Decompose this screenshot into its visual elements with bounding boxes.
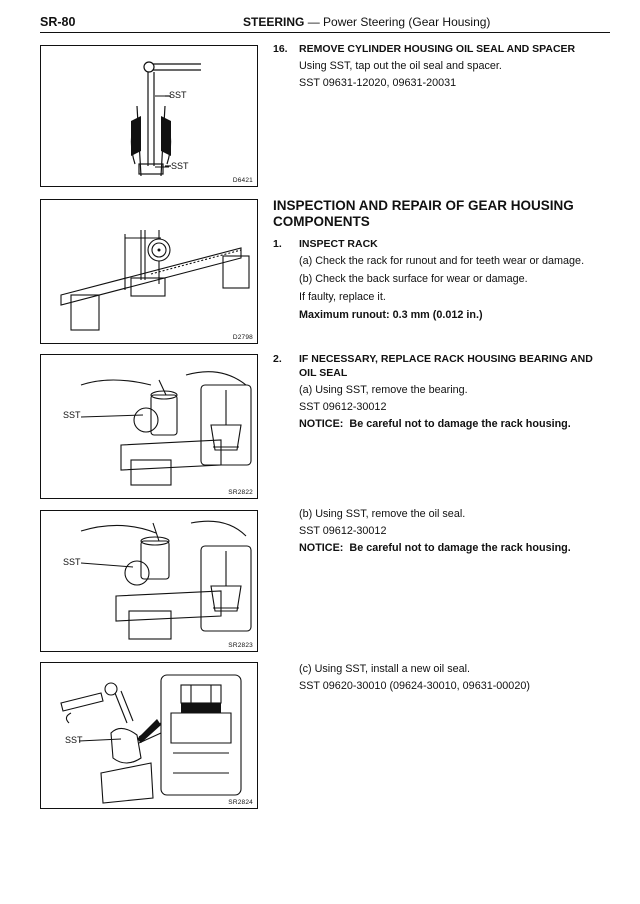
step-2-c-block: (c) Using SST, install a new oil seal. S… [273,662,608,693]
step-16-heading: 16. REMOVE CYLINDER HOUSING OIL SEAL AND … [273,42,608,56]
step-16-title: REMOVE CYLINDER HOUSING OIL SEAL AND SPA… [299,43,576,55]
figure-4-drawing [80,520,252,640]
figure-2-code: D2798 [232,334,253,341]
figure-2: D2798 [40,199,258,344]
page-code: SR-80 [40,15,76,29]
header-title: STEERING — Power Steering (Gear Housing) [243,15,490,29]
step-1-title: INSPECT RACK [299,238,378,250]
section-title: INSPECTION AND REPAIR OF GEAR HOUSING CO… [273,198,574,229]
step-2-a-notice: NOTICE: Be careful not to damage the rac… [273,417,608,431]
section-subtitle: — Power Steering (Gear Housing) [307,15,491,29]
page-header: SR-80 STEERING — Power Steering (Gear Ho… [40,14,610,33]
figure-5-drawing [60,674,242,804]
step-16-line-1: Using SST, tap out the oil seal and spac… [299,60,502,72]
step-1-a: (a) Check the rack for runout and for te… [299,255,585,267]
figure-4-sst-label: SST [63,557,81,567]
figure-4-code: SR2823 [228,642,253,649]
figure-5-sst-label: SST [65,735,83,745]
notice-text: Be careful not to damage the rack housin… [349,418,571,430]
notice-text: Be careful not to damage the rack housin… [349,542,571,554]
step-1-b: (b) Check the back surface for wear or d… [299,273,528,285]
step-2-b: (b) Using SST, remove the oil seal. [299,508,466,520]
step-2-heading: 2. IF NECESSARY, REPLACE RACK HOUSING BEA… [273,352,608,380]
step-2-b-sst: SST 09612-30012 [299,525,387,537]
step-2-number: 2. [273,353,282,365]
figure-1-sst-label-bottom: SST [171,161,189,171]
figure-4: SST SR2823 [40,510,258,652]
step-16: 16. REMOVE CYLINDER HOUSING OIL SEAL AND … [273,42,608,90]
step-1-max-runout: Maximum runout: 0.3 mm (0.012 in.) [299,309,483,321]
step-1: 1. INSPECT RACK (a) Check the rack for ru… [273,237,608,322]
notice-label: NOTICE: [299,418,344,430]
step-2-a: (a) Using SST, remove the bearing. [299,384,468,396]
figure-1-sst-label-top: SST [169,90,187,100]
step-16-number: 16. [273,43,288,55]
step-2-b-notice: NOTICE: Be careful not to damage the rac… [273,541,608,555]
step-1-number: 1. [273,238,282,250]
figure-3-code: SR2822 [228,489,253,496]
figure-3: SST SR2822 [40,354,258,499]
step-1-heading: 1. INSPECT RACK [273,237,608,251]
figure-1-drawing [130,61,201,177]
figure-1-code: D6421 [232,177,253,184]
notice-label: NOTICE: [299,542,344,554]
figure-3-drawing [80,371,252,486]
figure-1: SST SST D6421 [40,45,258,187]
step-2: 2. IF NECESSARY, REPLACE RACK HOUSING BEA… [273,352,608,431]
step-1-faulty: If faulty, replace it. [299,291,386,303]
section-name: STEERING [243,15,305,29]
step-2-c: (c) Using SST, install a new oil seal. [299,663,471,675]
figure-3-sst-label: SST [63,410,81,420]
step-2-c-sst: SST 09620-30010 (09624-30010, 09631-0002… [299,680,530,692]
step-16-line-2: SST 09631-12020, 09631-20031 [299,77,457,89]
figure-5-code: SR2824 [228,799,253,806]
step-2-title: IF NECESSARY, REPLACE RACK HOUSING BEARI… [299,353,593,379]
figure-2-drawing [60,230,250,331]
step-2-a-sst: SST 09612-30012 [299,401,387,413]
figure-5: SST SR2824 [40,662,258,809]
step-2-b-block: (b) Using SST, remove the oil seal. SST … [273,507,608,555]
